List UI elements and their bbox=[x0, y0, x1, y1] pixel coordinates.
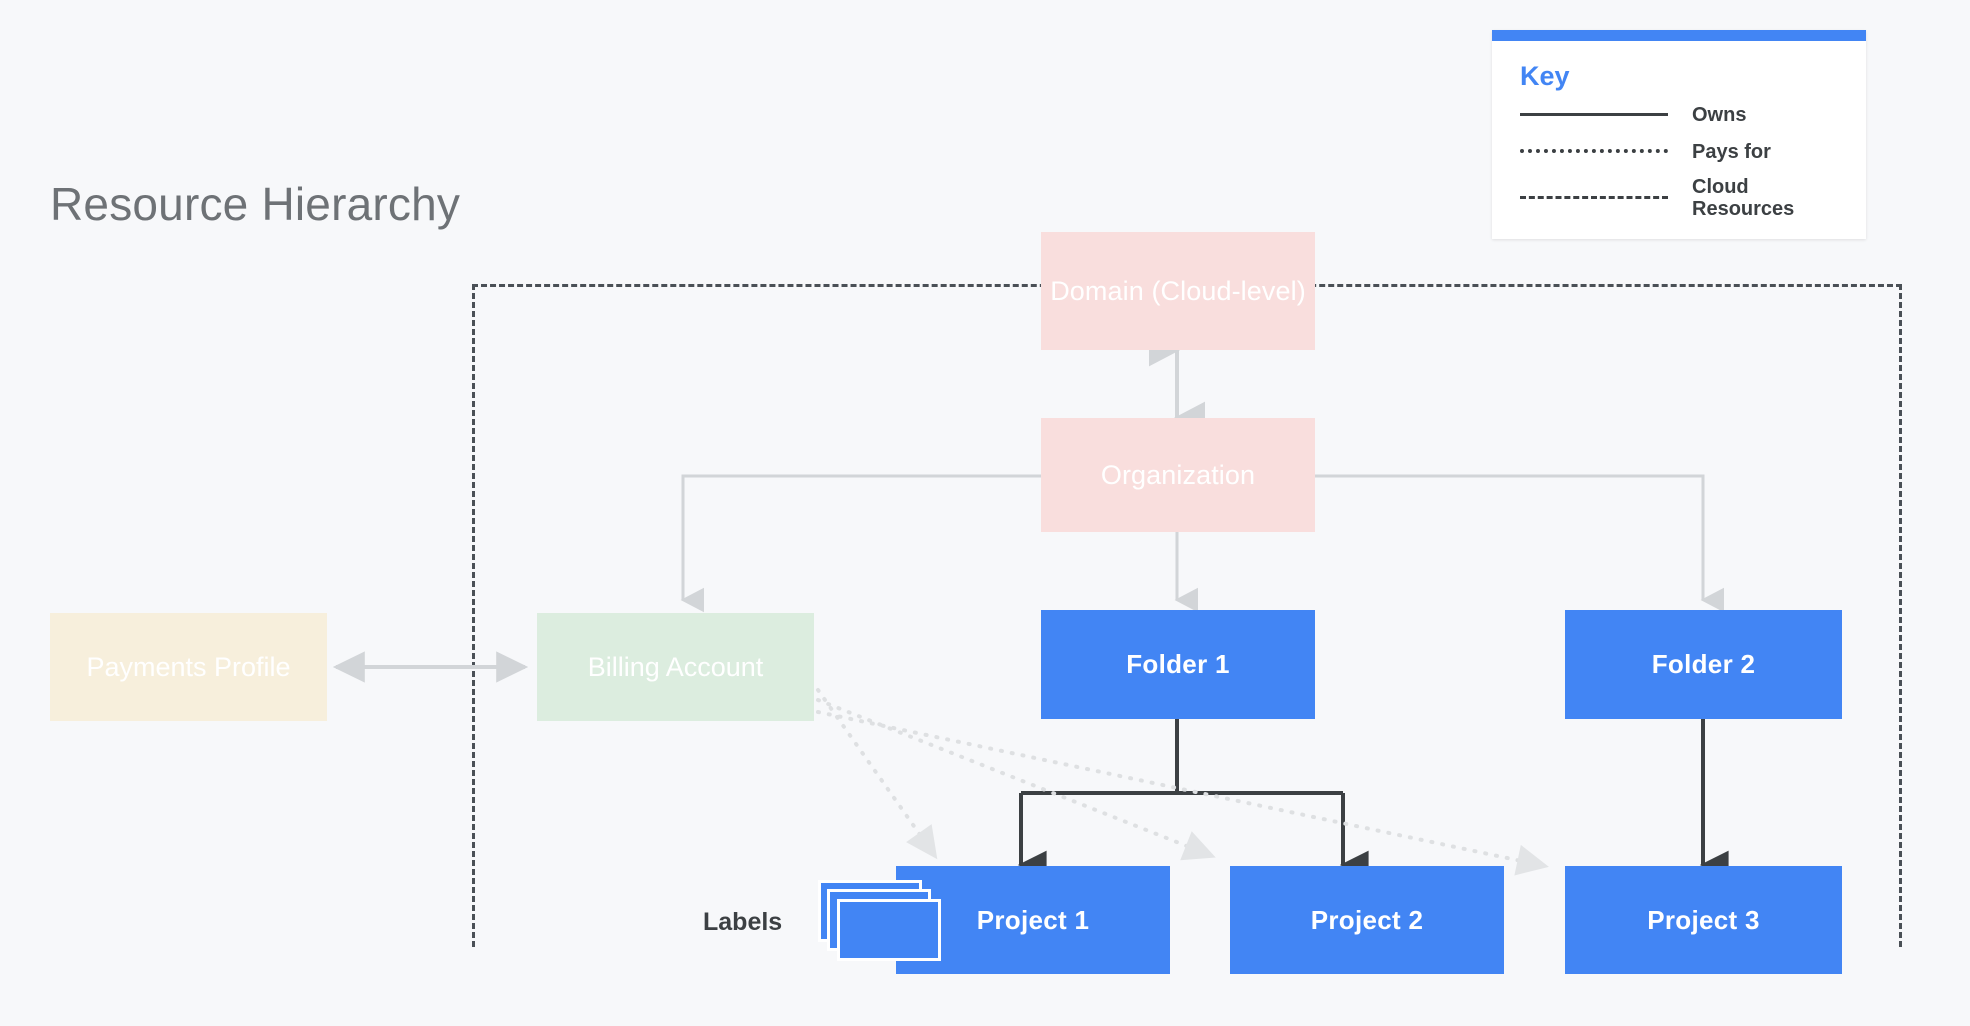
node-organization-label: Organization bbox=[1100, 459, 1256, 490]
node-billing-account-label: Billing Account bbox=[587, 651, 764, 682]
key-row-pays-for: Pays for bbox=[1520, 139, 1838, 165]
node-organization[interactable]: Organization bbox=[1041, 418, 1315, 532]
node-folder-2[interactable]: Folder 2 bbox=[1565, 610, 1842, 719]
node-folder-1-label: Folder 1 bbox=[1126, 649, 1230, 679]
key-label-cloud-resources: Cloud Resources bbox=[1692, 176, 1795, 221]
key-accent-bar bbox=[1492, 30, 1866, 41]
node-payments-profile-label: Payments Profile bbox=[86, 651, 291, 682]
key-row-cloud-resources: Cloud Resources bbox=[1520, 176, 1838, 221]
key-row-owns: Owns bbox=[1520, 102, 1838, 128]
node-folder-2-label: Folder 2 bbox=[1651, 649, 1756, 679]
key-label-pays-for: Pays for bbox=[1692, 140, 1771, 163]
node-billing-account[interactable]: Billing Account bbox=[537, 613, 814, 721]
dashed-line-icon bbox=[1520, 195, 1668, 201]
key-label-owns: Owns bbox=[1692, 103, 1747, 126]
page-title: Resource Hierarchy bbox=[50, 178, 461, 230]
key-legend: Key Owns Pays for Cloud Resources bbox=[1492, 30, 1866, 239]
key-heading: Key bbox=[1520, 61, 1570, 91]
node-folder-1[interactable]: Folder 1 bbox=[1041, 610, 1315, 719]
node-project-3[interactable]: Project 3 bbox=[1565, 866, 1842, 974]
node-domain-label: Domain (Cloud-level) bbox=[1050, 275, 1306, 306]
node-project-1[interactable]: Project 1 bbox=[896, 866, 1170, 974]
labels-stack-icon bbox=[818, 880, 948, 961]
node-payments-profile[interactable]: Payments Profile bbox=[50, 613, 327, 721]
solid-line-icon bbox=[1520, 112, 1668, 118]
node-project-1-label: Project 1 bbox=[976, 904, 1090, 935]
labels-annotation: Labels bbox=[703, 908, 783, 936]
node-domain[interactable]: Domain (Cloud-level) bbox=[1041, 232, 1315, 350]
labels-card-front bbox=[837, 899, 941, 961]
node-project-2-label: Project 2 bbox=[1310, 904, 1424, 935]
node-project-3-label: Project 3 bbox=[1647, 904, 1760, 935]
dotted-line-icon bbox=[1520, 149, 1668, 155]
node-project-2[interactable]: Project 2 bbox=[1230, 866, 1504, 974]
